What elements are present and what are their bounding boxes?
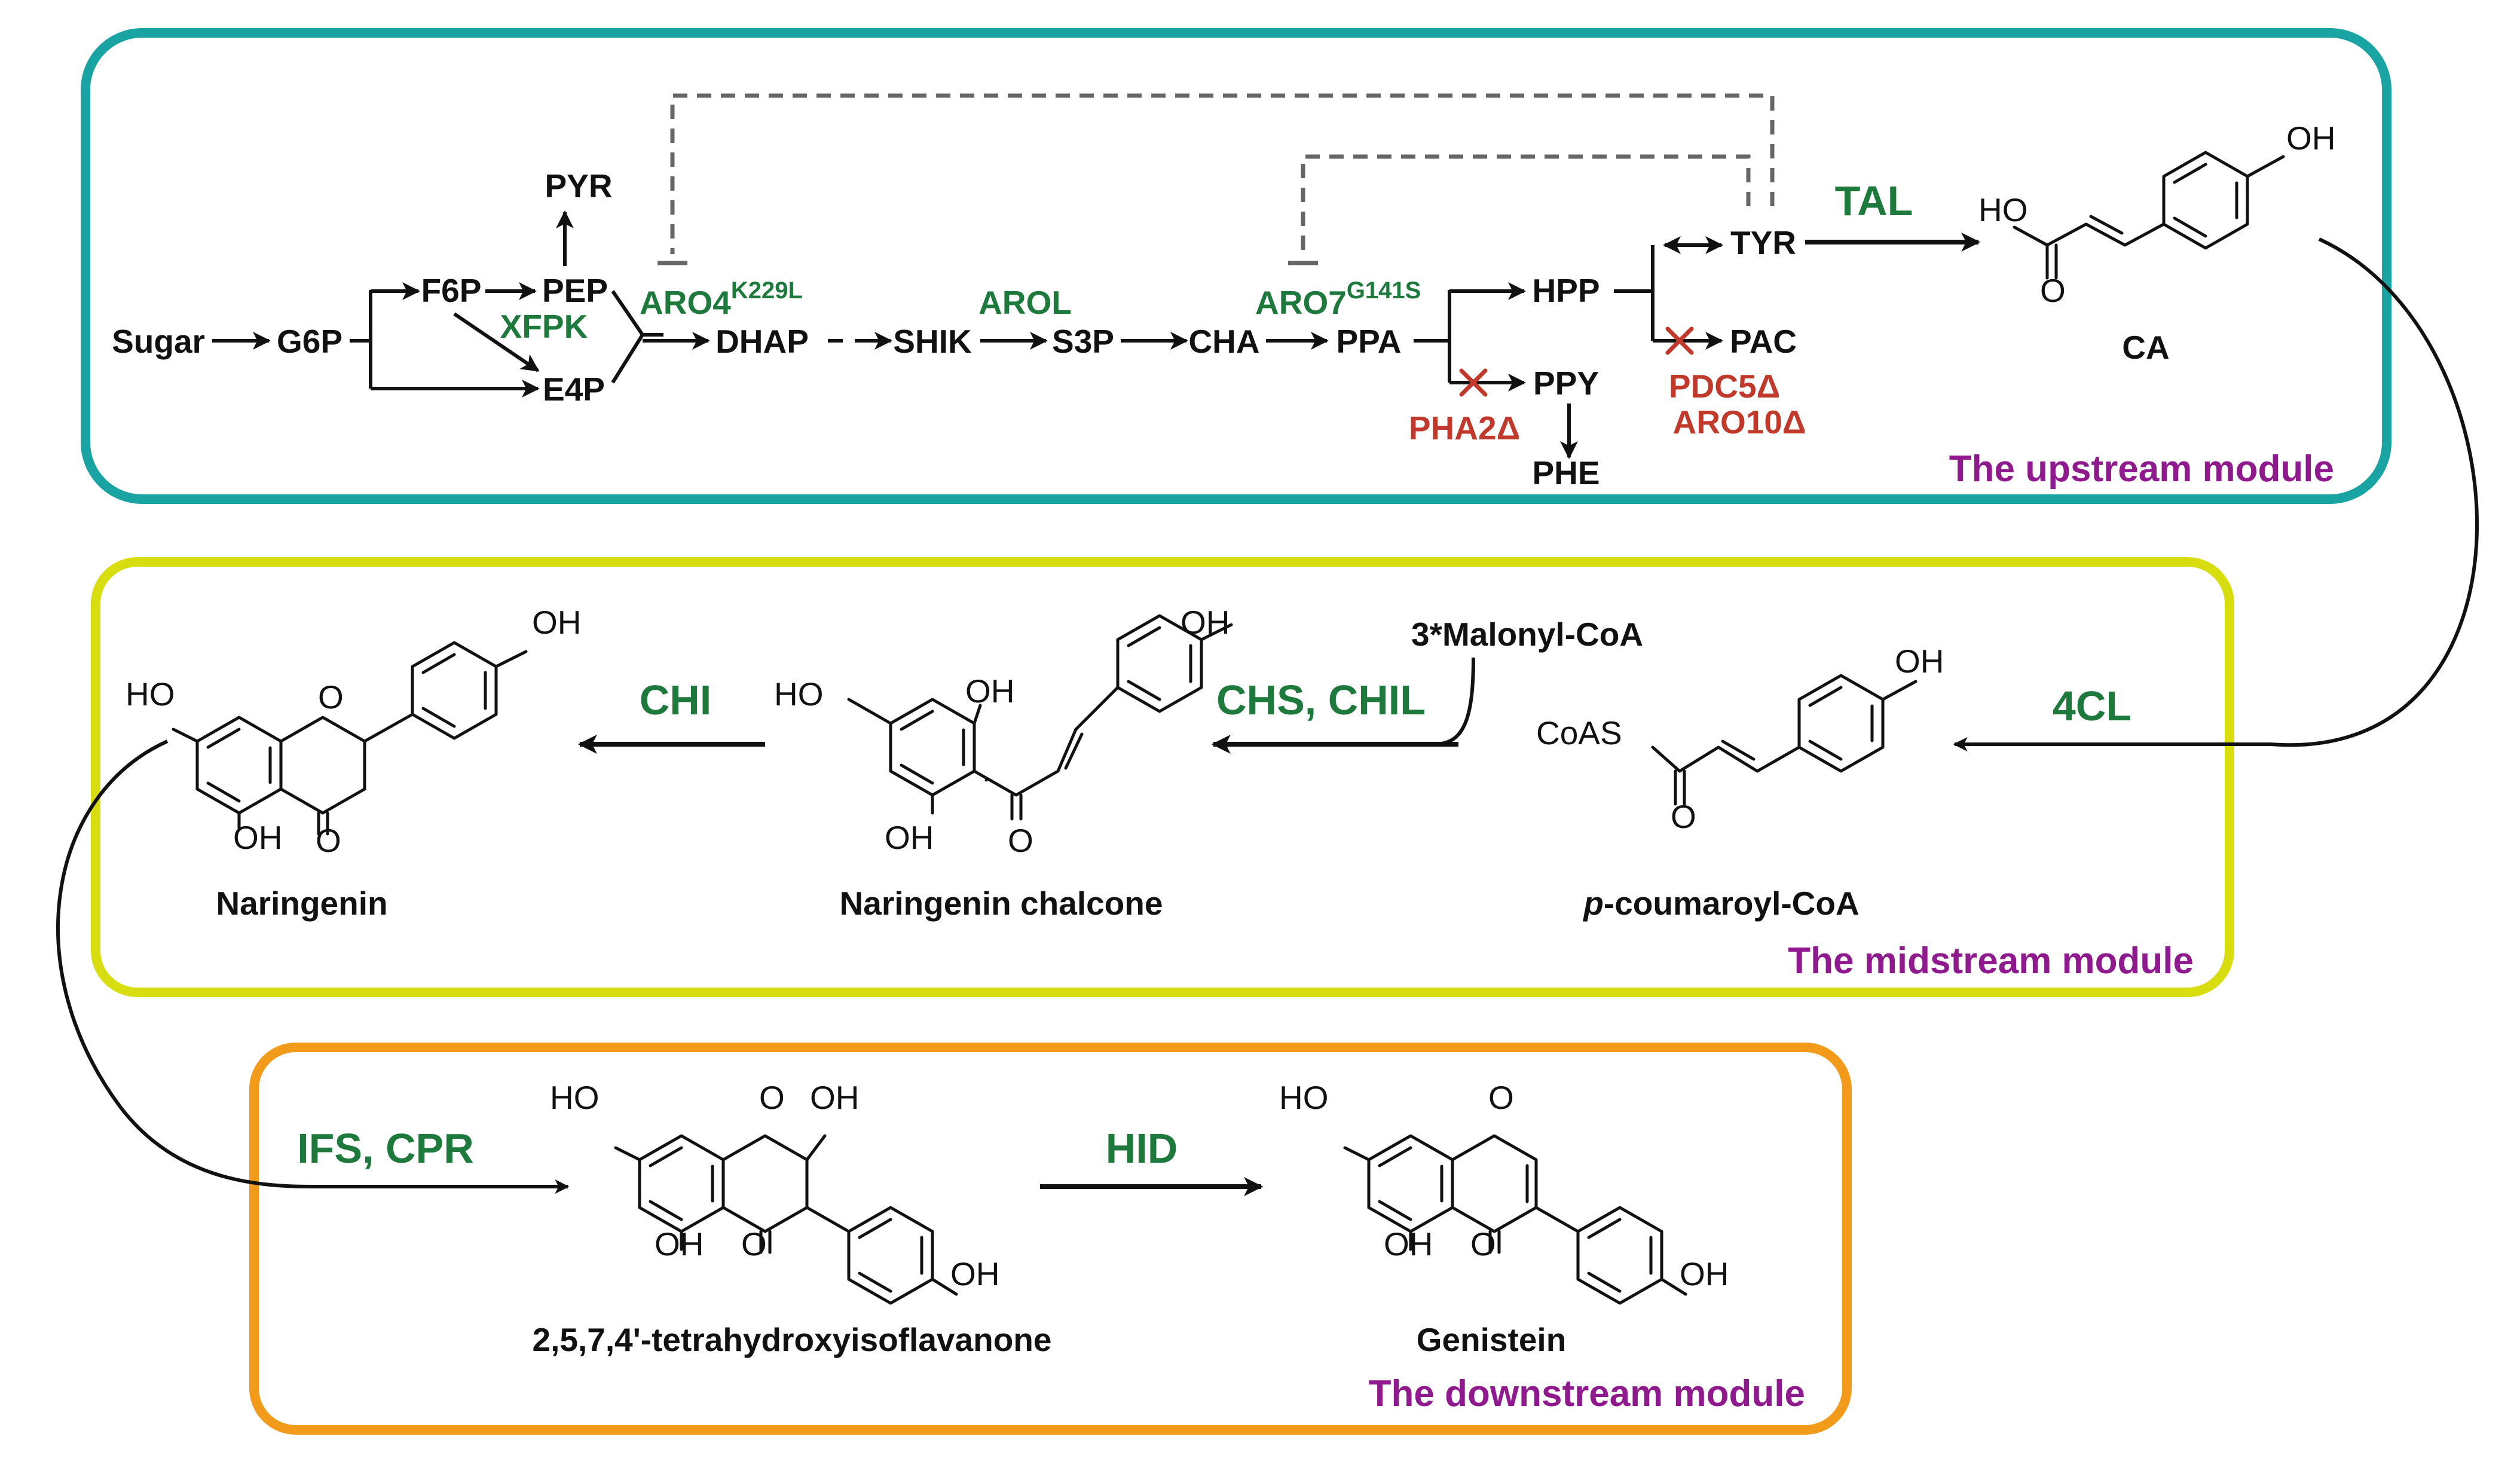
chalcone-atom-ho: HO xyxy=(774,676,824,713)
coumaroyl-label: p-coumaroyl-CoA xyxy=(1582,885,1859,922)
naringenin-atom-o-ring: O xyxy=(318,678,344,716)
isoflavanone-atom-o: O xyxy=(741,1225,767,1263)
midstream-module-label: The midstream module xyxy=(1788,940,2194,982)
feedback-line-aro7 xyxy=(1301,154,1751,254)
metabolite-f6p: F6P xyxy=(421,272,482,309)
enzyme-4cl: 4CL xyxy=(2053,683,2131,729)
connector-naringenin-to-ifs xyxy=(56,739,570,1194)
isoflavanone-atom-ho: HO xyxy=(550,1079,600,1116)
metabolite-ppa: PPA xyxy=(1336,323,1401,360)
downstream-module-box xyxy=(249,1043,1852,1435)
enzyme-arol: AROL xyxy=(978,284,1072,321)
deletion-aro10: ARO10Δ xyxy=(1673,404,1806,441)
enzyme-aro7: ARO7G141S xyxy=(1255,277,1421,321)
genistein-atom-o: O xyxy=(1470,1225,1496,1263)
ca-label: CA xyxy=(2122,329,2169,366)
chalcone-atom-oh-b: OH xyxy=(1181,604,1230,641)
genistein-atom-oh-bottom: OH xyxy=(1384,1225,1433,1263)
genistein-atom-oh-b: OH xyxy=(1680,1255,1729,1292)
naringenin-atom-o: O xyxy=(316,822,341,859)
metabolite-g6p: G6P xyxy=(277,323,342,360)
naringenin-label: Naringenin xyxy=(216,885,387,922)
metabolite-hpp: HPP xyxy=(1532,272,1600,309)
deletion-pha2: PHA2Δ xyxy=(1409,409,1520,447)
ca-atom-o: O xyxy=(2040,272,2066,309)
metabolite-pyr: PYR xyxy=(545,167,612,204)
isoflavanone-label: 2,5,7,4'-tetrahydroxyisoflavanone xyxy=(533,1321,1052,1358)
metabolite-shik: SHIK xyxy=(893,323,972,360)
genistein-atom-o-ring: O xyxy=(1488,1079,1514,1116)
metabolite-pep: PEP xyxy=(542,272,608,309)
chalcone-atom-oh-bottom: OH xyxy=(885,819,934,856)
structure-p-coumaroyl-coa: OH CoAS O p-coumaroyl-CoA xyxy=(1536,643,1944,922)
knockout-cross-pac xyxy=(1665,326,1694,355)
enzyme-hid: HID xyxy=(1106,1125,1178,1172)
structure-naringenin-chalcone: HO OH OH O OH Naringenin chalcone xyxy=(774,604,1233,922)
naringenin-atom-oh-b: OH xyxy=(532,604,582,641)
chalcone-atom-oh-top: OH xyxy=(965,673,1015,710)
malonyl-coa-label: 3*Malonyl-CoA xyxy=(1411,616,1643,653)
chalcone-atom-o: O xyxy=(1008,822,1033,859)
upstream-network: Sugar G6P F6P PEP PYR E4P DHAP SHIK S3P … xyxy=(112,93,1981,491)
arrow-g6p-branch xyxy=(350,290,372,389)
metabolite-phe: PHE xyxy=(1532,454,1600,491)
enzyme-chi: CHI xyxy=(640,677,712,723)
metabolite-cha: CHA xyxy=(1188,323,1259,360)
coumaroyl-atom-coas: CoAS xyxy=(1536,714,1622,751)
coumaroyl-atom-oh: OH xyxy=(1895,643,1944,680)
metabolite-sugar: Sugar xyxy=(112,323,205,360)
ca-atom-oh: OH xyxy=(2286,120,2336,157)
enzyme-aro7-mutation: G141S xyxy=(1347,277,1421,304)
metabolite-dhap: DHAP xyxy=(715,323,809,360)
genistein-atom-ho: HO xyxy=(1279,1079,1329,1116)
enzyme-aro4-mutation: K229L xyxy=(731,277,803,304)
arrow-ppa-branch xyxy=(1414,290,1451,383)
metabolite-e4p: E4P xyxy=(543,371,605,408)
enzyme-aro7-name: ARO7 xyxy=(1255,284,1347,321)
arrow-pep-e4p-dhap xyxy=(611,290,663,384)
structure-naringenin: HO OH O O OH Naringenin xyxy=(126,604,582,922)
enzyme-aro4-name: ARO4 xyxy=(640,284,731,321)
isoflavanone-atom-oh-bottom: OH xyxy=(655,1225,704,1263)
metabolite-s3p: S3P xyxy=(1052,323,1114,360)
upstream-module-box xyxy=(81,28,2391,504)
enzyme-xfpk: XFPK xyxy=(500,308,588,345)
connector-ca-to-4cl xyxy=(1953,237,2479,751)
enzyme-aro4: ARO4K229L xyxy=(640,277,803,321)
metabolite-tyr: TYR xyxy=(1730,224,1796,261)
coumaroyl-atom-o: O xyxy=(1671,798,1696,835)
arrow-f6p-e4p xyxy=(453,312,540,372)
genistein-label: Genistein xyxy=(1417,1321,1567,1358)
structure-ca: OH HO O CA xyxy=(1978,120,2336,366)
enzyme-ifs-cpr: IFS, CPR xyxy=(297,1125,474,1172)
coumaroyl-label-rest: -coumaroyl-CoA xyxy=(1604,885,1860,922)
isoflavanone-atom-oh-top: OH xyxy=(810,1079,860,1116)
arrow-hpp-branch xyxy=(1614,245,1654,341)
naringenin-atom-ho: HO xyxy=(126,676,175,713)
malonyl-join-curve xyxy=(1434,657,1475,746)
structure-tetrahydroxyisoflavanone: HO OH O OH O OH 2,5,7,4'-tetrahydroxyiso… xyxy=(533,1079,1052,1358)
chalcone-label: Naringenin chalcone xyxy=(840,885,1163,922)
upstream-module-label: The upstream module xyxy=(1949,448,2334,490)
structure-genistein: HO OH O O OH Genistein xyxy=(1279,1079,1729,1358)
naringenin-atom-oh-bottom: OH xyxy=(233,819,283,856)
enzyme-chs-chil: CHS, CHIL xyxy=(1216,677,1426,723)
feedback-line-aro4 xyxy=(670,93,1775,254)
isoflavanone-atom-oh-b: OH xyxy=(950,1255,1000,1292)
deletion-pdc5: PDC5Δ xyxy=(1669,368,1780,405)
metabolite-ppy: PPY xyxy=(1533,365,1599,402)
metabolite-pac: PAC xyxy=(1730,323,1797,360)
ca-atom-ho: HO xyxy=(1978,191,2028,228)
knockout-cross-pha2 xyxy=(1459,368,1488,397)
midstream-module-box xyxy=(91,557,2234,997)
isoflavanone-atom-o-ring: O xyxy=(759,1079,785,1116)
coumaroyl-label-italic: p xyxy=(1582,885,1604,922)
downstream-module-label: The downstream module xyxy=(1369,1373,1805,1414)
enzyme-tal: TAL xyxy=(1835,178,1913,224)
